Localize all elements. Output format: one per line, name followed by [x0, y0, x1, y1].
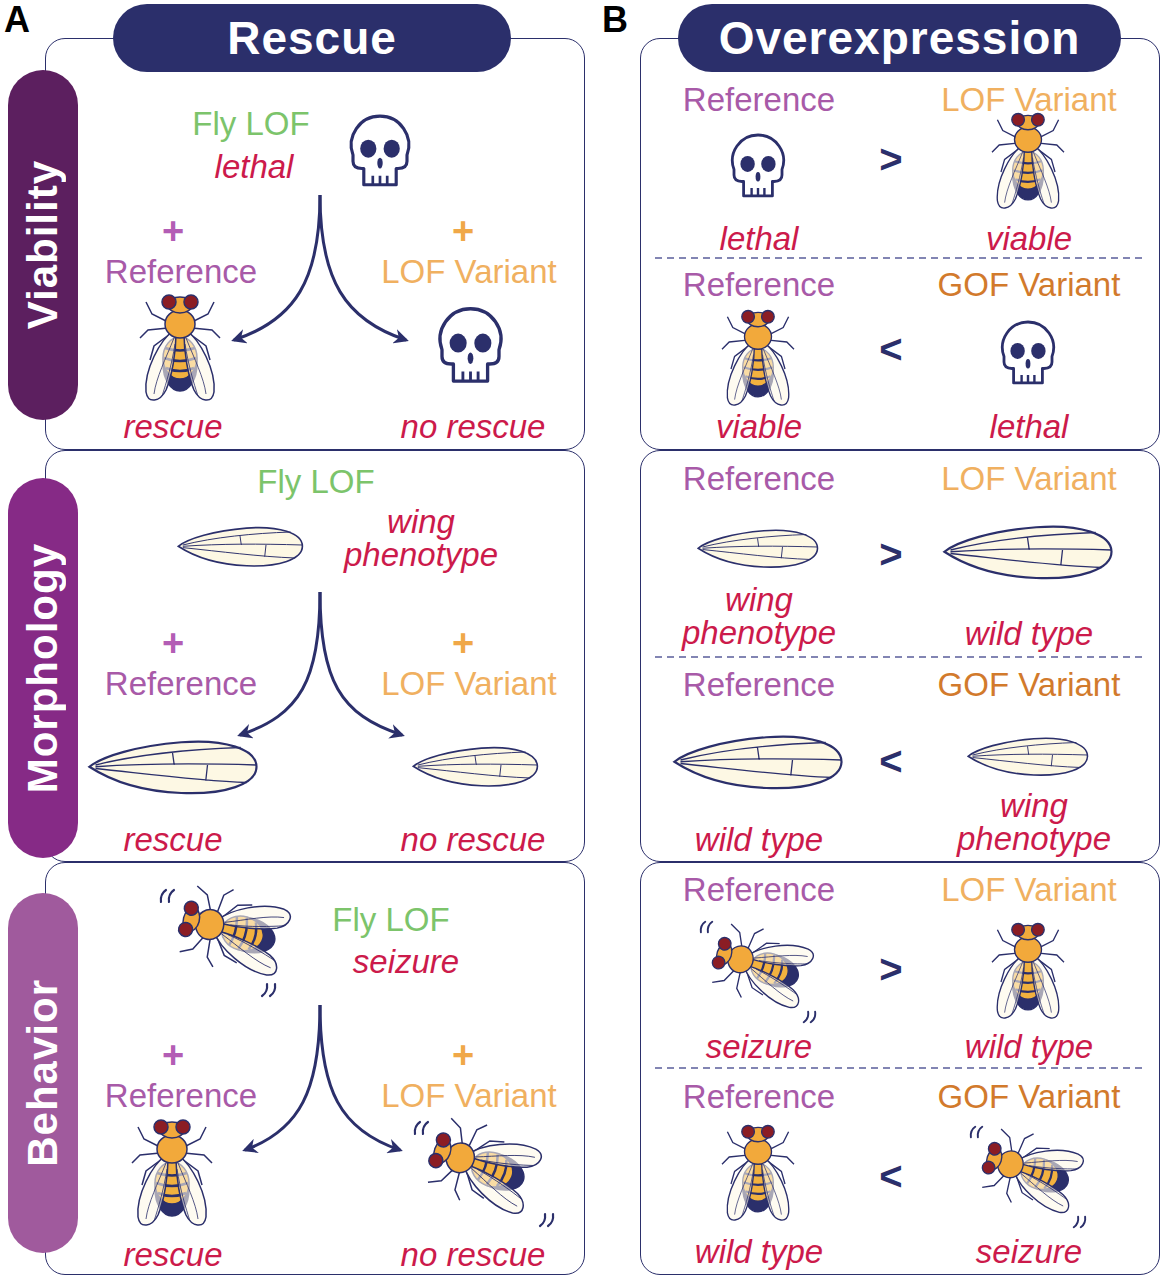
label-text: Fly LOF: [291, 903, 491, 936]
label-text: rescue: [73, 410, 273, 443]
label-text: seizure: [929, 1235, 1129, 1268]
label-text: Reference: [51, 1079, 311, 1112]
label-text: lethal: [154, 150, 354, 183]
label-text: Reference: [51, 255, 311, 288]
label-text: <: [866, 741, 916, 781]
section-pill: Behavior: [8, 893, 78, 1253]
label-text: Fly LOF: [216, 465, 416, 498]
section-text: Morphology: [22, 543, 64, 793]
label-text: Reference: [639, 1080, 879, 1113]
label-text: Reference: [51, 667, 311, 700]
label-text: no rescue: [363, 823, 583, 856]
label-text: viable: [929, 222, 1129, 255]
label-text: +: [143, 624, 203, 662]
label-text: wing phenotype: [659, 583, 859, 649]
panel-letter: A: [4, 2, 30, 38]
label-text: lethal: [929, 410, 1129, 443]
label-text: LOF Variant: [339, 667, 599, 700]
label-text: GOF Variant: [909, 1080, 1149, 1113]
label-text: +: [433, 1036, 493, 1074]
label-text: Fly LOF: [151, 107, 351, 140]
label-text: viable: [659, 410, 859, 443]
label-text: wild type: [919, 1030, 1139, 1063]
section-pill: Viability: [8, 70, 78, 420]
label-text: seizure: [306, 945, 506, 978]
header-text: Rescue: [227, 15, 397, 61]
label-text: Reference: [639, 462, 879, 495]
label-text: GOF Variant: [909, 268, 1149, 301]
label-text: LOF Variant: [339, 1079, 599, 1112]
label-text: >: [866, 534, 916, 574]
label-text: no rescue: [363, 1238, 583, 1271]
label-text: rescue: [73, 823, 273, 856]
panel-box: Fly LOFlethal+Reference+LOF Variantrescu…: [45, 38, 585, 450]
label-text: Reference: [639, 268, 879, 301]
label-text: <: [866, 1156, 916, 1196]
label-text: +: [433, 212, 493, 250]
label-text: >: [866, 139, 916, 179]
label-text: LOF Variant: [909, 873, 1149, 906]
label-text: wild type: [649, 1235, 869, 1268]
label-text: wild type: [919, 617, 1139, 650]
label-text: Reference: [639, 668, 879, 701]
label-text: LOF Variant: [909, 83, 1149, 116]
label-text: wing phenotype: [321, 505, 521, 571]
label-text: rescue: [73, 1238, 273, 1271]
section-text: Viability: [22, 160, 64, 329]
header-pill: Rescue: [113, 4, 511, 72]
label-text: wild type: [649, 823, 869, 856]
header-text: Overexpression: [719, 15, 1081, 61]
panel-box: Fly LOFseizure+Reference+LOF Variantresc…: [45, 862, 585, 1275]
section-pill: Morphology: [8, 478, 78, 858]
label-text: >: [866, 949, 916, 989]
label-text: LOF Variant: [909, 462, 1149, 495]
section-text: Behavior: [22, 979, 64, 1167]
panel-box: Fly LOFwing phenotype+Reference+LOF Vari…: [45, 450, 585, 862]
label-text: <: [866, 329, 916, 369]
label-text: lethal: [659, 222, 859, 255]
panel-box: ReferenceLOF Variant>lethalviableReferen…: [640, 38, 1160, 450]
panel-box: ReferenceLOF Variant>seizurewild typeRef…: [640, 862, 1160, 1275]
header-pill: Overexpression: [678, 4, 1121, 72]
label-text: +: [143, 212, 203, 250]
label-text: +: [143, 1036, 203, 1074]
label-text: Reference: [639, 873, 879, 906]
panel-box: ReferenceLOF Variant>wing phenotypewild …: [640, 450, 1160, 862]
label-text: Reference: [639, 83, 879, 116]
label-text: seizure: [659, 1030, 859, 1063]
panel-letter: B: [602, 2, 628, 38]
label-text: no rescue: [363, 410, 583, 443]
label-text: GOF Variant: [909, 668, 1149, 701]
label-text: wing phenotype: [934, 789, 1134, 855]
label-text: +: [433, 624, 493, 662]
label-text: LOF Variant: [339, 255, 599, 288]
